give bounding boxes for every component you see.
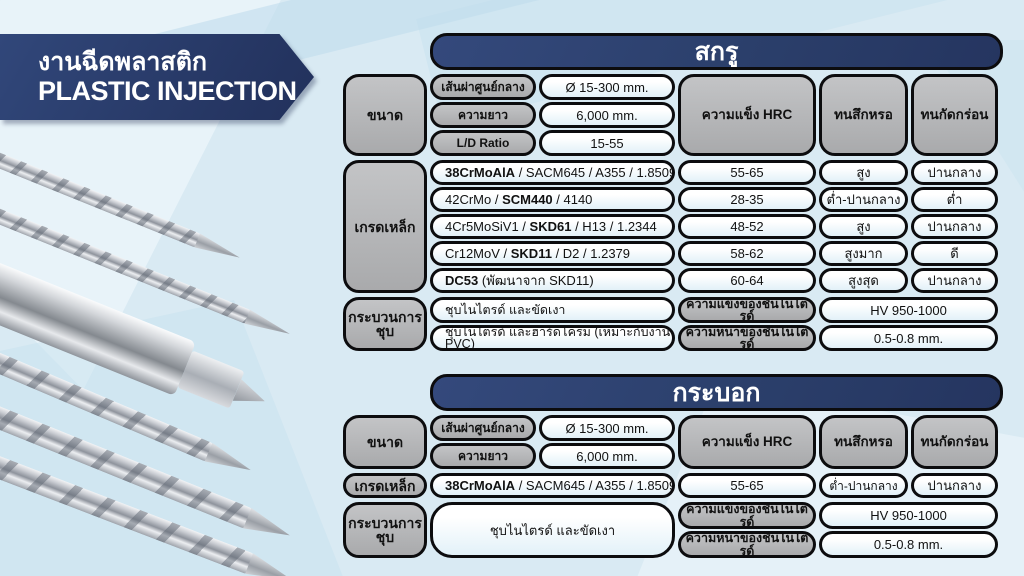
steel-wear-value: สูงสุด [819,268,908,293]
row-group-label-size: ขนาด [343,415,427,469]
barrel-size-grid: เส้นผ่าศูนย์กลาง Ø 15-300 mm. ความแข็ง H… [430,415,998,469]
barrel-image [0,260,276,428]
screw-size-grid: เส้นผ่าศูนย์กลาง Ø 15-300 mm. ความแข็ง H… [430,74,998,156]
size-row-value: 6,000 mm. [539,443,675,469]
screw-tip [244,310,292,341]
steel-wear-value: สูง [819,214,908,239]
steel-wear-value: ต่ำ-ปานกลาง [819,473,908,498]
steel-hrc-value: 60-64 [678,268,816,293]
steel-hrc-value: 48-52 [678,214,816,239]
steel-corrosion-value: ปานกลาง [911,473,998,498]
grade-post: / 4140 [552,192,593,207]
grade-post: / SACM645 / A355 / 1.8509 [515,165,675,180]
process-property-label: ความหนาของชั้นไนไตรด์ [678,325,816,351]
column-header-hardness: ความแข็ง HRC [678,415,816,469]
steel-hrc-value: 55-65 [678,473,816,498]
steel-hrc-value: 55-65 [678,160,816,185]
size-row-label: เส้นผ่าศูนย์กลาง [430,415,536,441]
screw-table: สกรู ขนาด เส้นผ่าศูนย์กลาง Ø 15-300 mm. … [343,33,1003,351]
barrel-table-title: กระบอก [430,374,1003,411]
grade-post: / D2 / 1.2379 [551,246,631,261]
page-title-english: PLASTIC INJECTION [38,75,297,106]
steel-grade-name: 4Cr5MoSiV1 / SKD61 / H13 / 1.2344 [430,214,675,239]
grade-bold: 38CrMoAlA [445,165,516,180]
process-property-label: ความหนาของชั้นไนไตรด์ [678,531,816,558]
row-group-label-process: กระบวนการชุบ [343,502,427,558]
steel-hrc-value: 58-62 [678,241,816,266]
size-row-label: ความยาว [430,443,536,469]
title-banner: งานฉีดพลาสติก PLASTIC INJECTION [0,34,314,120]
barrel-process-grid: ชุบไนไตรด์ และขัดเงา ความแข็งของชั้นไนไต… [430,502,998,558]
column-header-wear: ทนสึกหรอ [819,415,908,469]
steel-wear-value: ต่ำ-ปานกลาง [819,187,908,212]
barrel-table: กระบอก ขนาด เส้นผ่าศูนย์กลาง Ø 15-300 mm… [343,374,1003,558]
process-property-value: HV 950-1000 [819,297,998,323]
screw-tip [194,233,242,264]
steel-wear-value: สูง [819,160,908,185]
barrel-size-section: ขนาด เส้นผ่าศูนย์กลาง Ø 15-300 mm. ความแ… [343,415,1003,469]
page-title-thai: งานฉีดพลาสติก [38,47,208,76]
grade-bold: SCM440 [502,192,553,207]
screw-steel-grid: 38CrMoAlA / SACM645 / A355 / 1.8509 55-6… [430,160,998,293]
size-row-value: Ø 15-300 mm. [539,415,675,441]
screw-process-section: กระบวนการชุบ ชุบไนไตรด์ และขัดเงา ความแข… [343,297,1003,351]
size-row-value: 6,000 mm. [539,102,675,128]
row-group-label-steel: เกรดเหล็ก [343,160,427,293]
row-group-label-process: กระบวนการชุบ [343,297,427,351]
row-group-label-size: ขนาด [343,74,427,156]
process-description: ชุบไนไตรด์ และขัดเงา [430,502,675,558]
barrel-process-section: กระบวนการชุบ ชุบไนไตรด์ และขัดเงา ความแข… [343,502,1003,558]
grade-bold: DC53 [445,273,479,288]
grade-post: / SACM645 / A355 / 1.8509 [515,478,675,493]
steel-grade-name: DC53 (พัฒนาจาก SKD11) [430,268,675,293]
screw-tip [243,508,294,546]
size-row-value: 15-55 [539,130,675,156]
title-banner-shape: งานฉีดพลาสติก PLASTIC INJECTION [0,34,314,120]
column-header-wear: ทนสึกหรอ [819,74,908,156]
steel-corrosion-value: ปานกลาง [911,160,998,185]
steel-hrc-value: 28-35 [678,187,816,212]
steel-corrosion-value: ต่ำ [911,187,998,212]
barrel-steel-section: เกรดเหล็ก 38CrMoAlA / SACM645 / A355 / 1… [343,473,1003,498]
column-header-corrosion: ทนกัดกร่อน [911,74,998,156]
grade-post: / H13 / 1.2344 [571,219,657,234]
screw-image [0,146,243,265]
steel-grade-name: 38CrMoAlA / SACM645 / A355 / 1.8509 [430,473,675,498]
screw-tip [205,443,255,479]
screw-table-title: สกรู [430,33,1003,70]
grade-bold: SKD11 [510,246,552,261]
grade-bold: SKD61 [529,219,572,234]
process-property-label: ความแข็งของชั้นไนไตรด์ [678,297,816,323]
steel-corrosion-value: ปานกลาง [911,268,998,293]
column-header-hardness: ความแข็ง HRC [678,74,816,156]
steel-grade-name: 42CrMo / SCM440 / 4140 [430,187,675,212]
steel-grade-name: Cr12MoV / SKD11 / D2 / 1.2379 [430,241,675,266]
size-row-value: Ø 15-300 mm. [539,74,675,100]
process-property-value: HV 950-1000 [819,502,998,529]
process-property-label: ความแข็งของชั้นไนไตรด์ [678,502,816,529]
process-description: ชุบไนไตรด์ และฮาร์ดโครม (เหมาะกับงาน PVC… [430,325,675,351]
steel-grade-name: 38CrMoAlA / SACM645 / A355 / 1.8509 [430,160,675,185]
screw-steel-section: เกรดเหล็ก 38CrMoAlA / SACM645 / A355 / 1… [343,160,1003,293]
grade-pre: Cr12MoV / [445,246,511,261]
size-row-label: L/D Ratio [430,130,536,156]
screw-tip [245,553,296,576]
grade-bold: 38CrMoAlA [445,478,516,493]
steel-corrosion-value: ปานกลาง [911,214,998,239]
steel-corrosion-value: ดี [911,241,998,266]
process-property-value: 0.5-0.8 mm. [819,531,998,558]
screw-process-grid: ชุบไนไตรด์ และขัดเงา ความแข็งของชั้นไนไต… [430,297,998,351]
column-header-corrosion: ทนกัดกร่อน [911,415,998,469]
row-group-label-steel: เกรดเหล็ก [343,473,427,498]
grade-pre: 4Cr5MoSiV1 / [445,219,530,234]
process-description: ชุบไนไตรด์ และขัดเงา [430,297,675,323]
process-property-value: 0.5-0.8 mm. [819,325,998,351]
grade-post: (พัฒนาจาก SKD11) [478,273,594,288]
size-row-label: เส้นผ่าศูนย์กลาง [430,74,536,100]
screw-photo-collage [0,118,352,576]
size-row-label: ความยาว [430,102,536,128]
screw-size-section: ขนาด เส้นผ่าศูนย์กลาง Ø 15-300 mm. ความแ… [343,74,1003,156]
grade-pre: 42CrMo / [445,192,503,207]
steel-wear-value: สูงมาก [819,241,908,266]
